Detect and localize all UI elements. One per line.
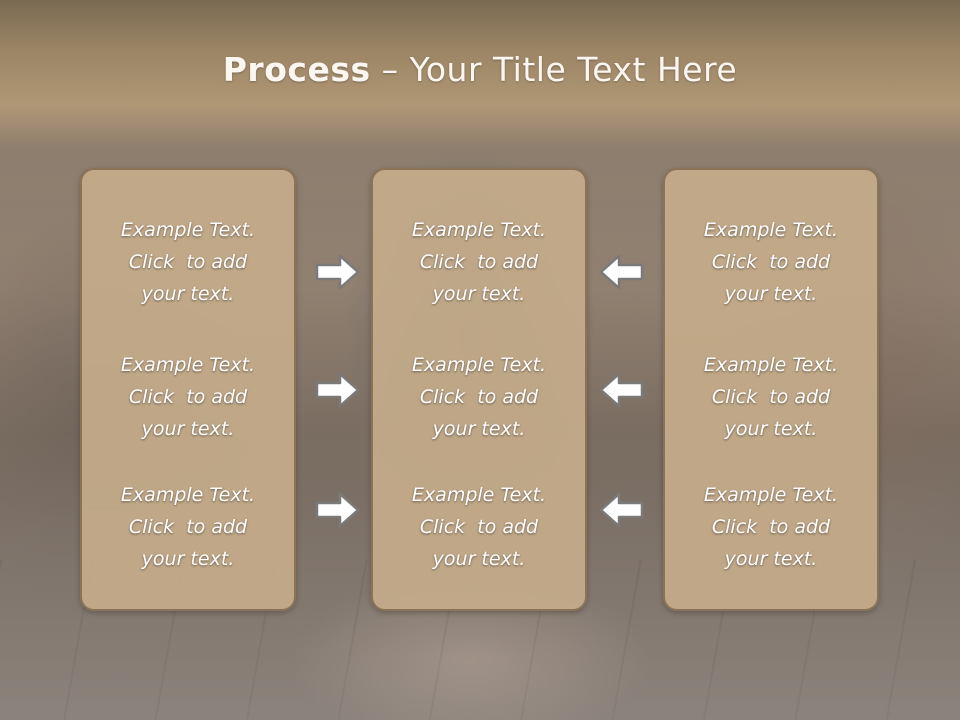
- center-block-2[interactable]: Example Text. Click to add your text.: [373, 349, 585, 445]
- text-line: Example Text.: [703, 219, 839, 241]
- text-line: your text.: [141, 548, 235, 570]
- title-band: [0, 0, 960, 150]
- right-block-3[interactable]: Example Text. Click to add your text.: [665, 479, 877, 575]
- text-line: Example Text.: [120, 354, 256, 376]
- text-line: Click to add: [419, 516, 539, 538]
- text-line: your text.: [432, 283, 526, 305]
- text-line: Click to add: [128, 251, 248, 273]
- text-line: your text.: [432, 418, 526, 440]
- text-line: Click to add: [128, 386, 248, 408]
- text-line: Example Text.: [703, 484, 839, 506]
- text-line: Click to add: [419, 251, 539, 273]
- left-block-1[interactable]: Example Text. Click to add your text.: [82, 214, 294, 310]
- text-line: your text.: [724, 283, 818, 305]
- text-line: Click to add: [711, 251, 831, 273]
- left-text-box[interactable]: Example Text. Click to add your text. Ex…: [80, 168, 296, 611]
- arrow-right-icon: [314, 252, 362, 292]
- title-rest: – Your Title Text Here: [370, 50, 738, 89]
- text-line: Click to add: [711, 386, 831, 408]
- arrow-right-icon: [314, 370, 362, 410]
- text-line: Click to add: [419, 386, 539, 408]
- text-line: Example Text.: [120, 219, 256, 241]
- right-text-box[interactable]: Example Text. Click to add your text. Ex…: [663, 168, 879, 611]
- arrow-right-icon: [314, 490, 362, 530]
- left-block-2[interactable]: Example Text. Click to add your text.: [82, 349, 294, 445]
- title-bold: Process: [222, 50, 371, 89]
- left-block-3[interactable]: Example Text. Click to add your text.: [82, 479, 294, 575]
- right-block-1[interactable]: Example Text. Click to add your text.: [665, 214, 877, 310]
- text-line: your text.: [724, 548, 818, 570]
- text-line: your text.: [141, 418, 235, 440]
- text-line: Example Text.: [411, 484, 547, 506]
- text-line: your text.: [432, 548, 526, 570]
- text-line: Example Text.: [703, 354, 839, 376]
- right-block-2[interactable]: Example Text. Click to add your text.: [665, 349, 877, 445]
- text-line: your text.: [141, 283, 235, 305]
- text-line: Example Text.: [120, 484, 256, 506]
- text-line: Click to add: [711, 516, 831, 538]
- arrow-left-icon: [597, 490, 645, 530]
- center-block-3[interactable]: Example Text. Click to add your text.: [373, 479, 585, 575]
- center-block-1[interactable]: Example Text. Click to add your text.: [373, 214, 585, 310]
- arrow-left-icon: [597, 252, 645, 292]
- center-text-box[interactable]: Example Text. Click to add your text. Ex…: [371, 168, 587, 611]
- text-line: Click to add: [128, 516, 248, 538]
- text-line: Example Text.: [411, 219, 547, 241]
- text-line: Example Text.: [411, 354, 547, 376]
- text-line: your text.: [724, 418, 818, 440]
- slide-title[interactable]: Process – Your Title Text Here: [0, 50, 960, 89]
- arrow-left-icon: [597, 370, 645, 410]
